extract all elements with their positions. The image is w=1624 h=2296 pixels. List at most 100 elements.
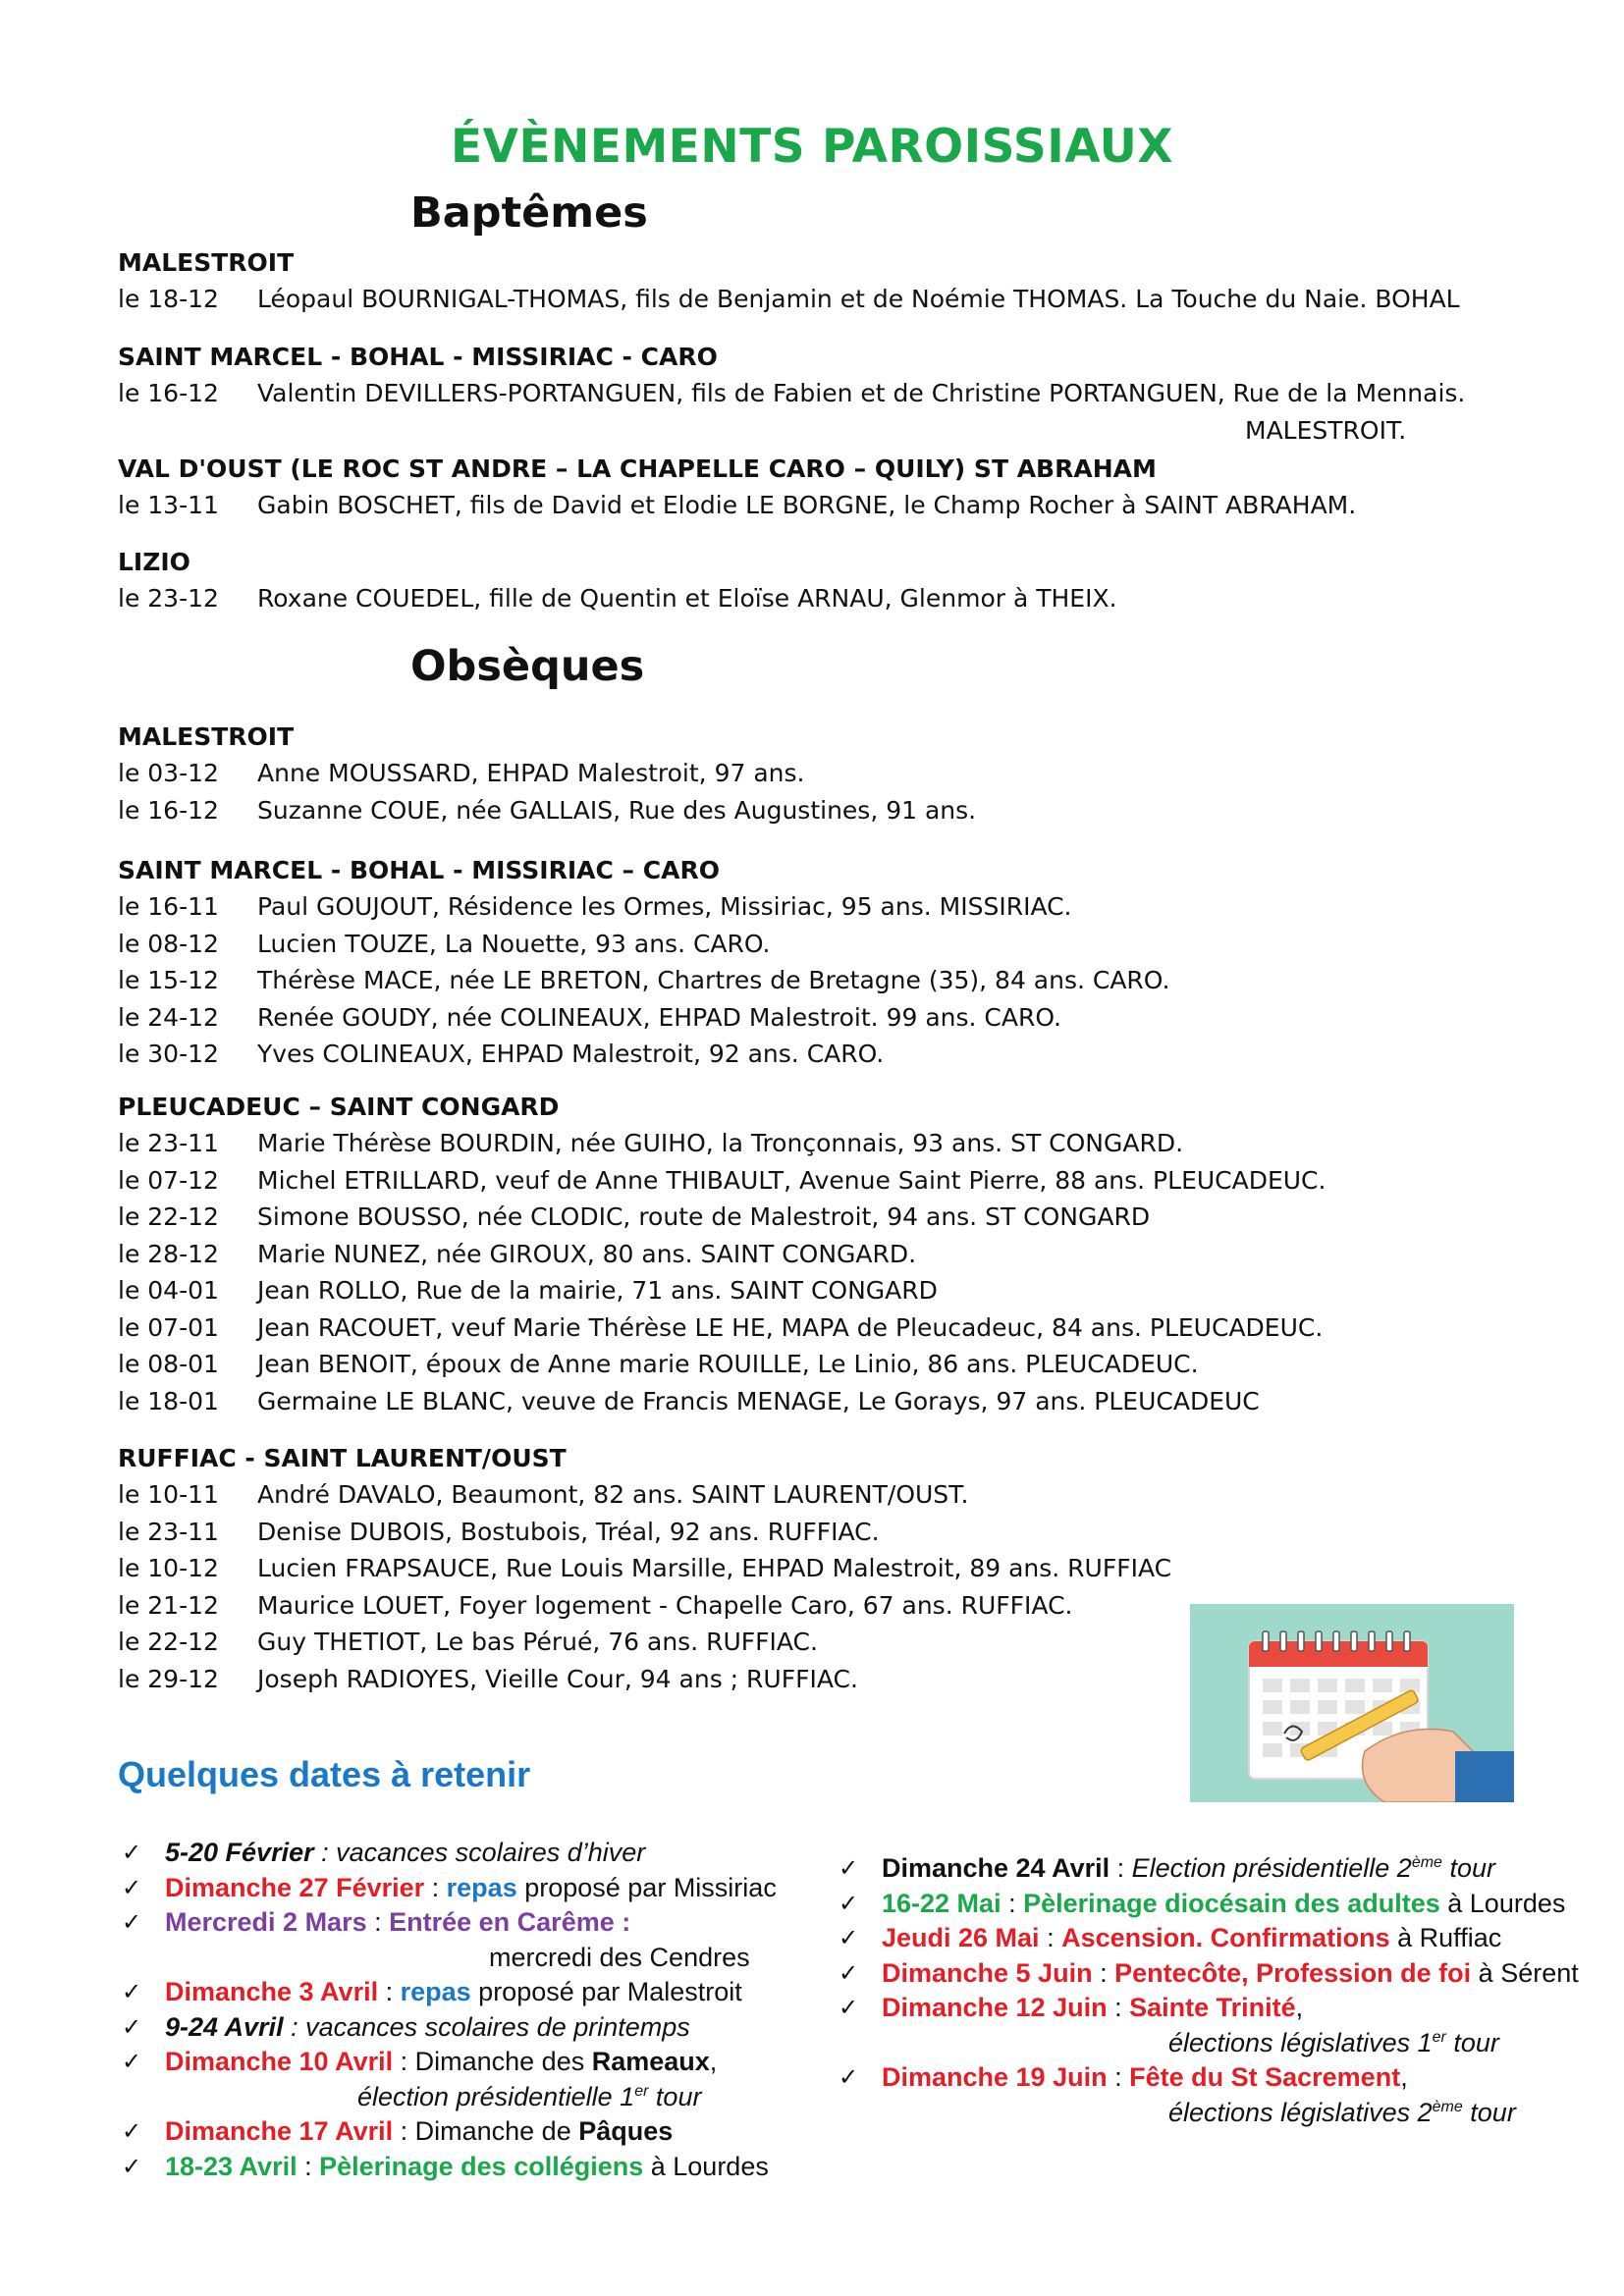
date-text: à Ruffiac bbox=[1389, 1923, 1502, 1952]
entry-date: le 29-12 bbox=[118, 1664, 219, 1693]
date-sep: : bbox=[393, 2047, 415, 2076]
date-item: ✓Dimanche 10 Avril : Dimanche des Rameau… bbox=[122, 2045, 750, 2080]
date-item: ✓Mercredi 2 Mars : Entrée en Carême : bbox=[122, 1905, 750, 1941]
list-item: le 07-12 Michel ETRILLARD, veuf de Anne T… bbox=[118, 1162, 1512, 1200]
date-keyword: repas bbox=[400, 1977, 471, 2006]
entry-text: Germaine LE BLANC, veuve de Francis MENA… bbox=[257, 1386, 1260, 1415]
date-text: Dimanche de bbox=[414, 2116, 579, 2146]
entry-text: Léopaul BOURNIGAL-THOMAS, fils de Benjam… bbox=[257, 285, 1460, 313]
date-label: Jeudi 26 Mai bbox=[882, 1923, 1040, 1952]
date-text: tour bbox=[1462, 2097, 1516, 2127]
group-heading: VAL D'OUST (LE ROC ST ANDRE – LA CHAPELL… bbox=[118, 454, 1157, 483]
date-label: Dimanche 27 Février bbox=[165, 1872, 425, 1902]
check-icon: ✓ bbox=[839, 1994, 859, 2021]
date-text: : vacances scolaires d’hiver bbox=[313, 1838, 646, 1867]
date-text: élections législatives 2 bbox=[1168, 2097, 1433, 2127]
date-label: Dimanche 3 Avril bbox=[165, 1977, 379, 2006]
entry-date: le 23-11 bbox=[118, 1129, 219, 1157]
entry-text: Maurice LOUET, Foyer logement - Chapelle… bbox=[257, 1590, 1073, 1620]
date-label: Dimanche 17 Avril bbox=[165, 2116, 394, 2146]
entry-text: Yves COLINEAUX, EHPAD Malestroit, 92 ans… bbox=[257, 1040, 885, 1068]
date-sup: ème bbox=[1411, 1854, 1442, 1871]
list-item: le 13-11 Gabin BOSCHET, fils de David et… bbox=[118, 487, 1512, 524]
check-icon: ✓ bbox=[839, 1889, 859, 1917]
entry-date: le 08-12 bbox=[118, 929, 219, 958]
entry-text: André DAVALO, Beaumont, 82 ans. SAINT LA… bbox=[257, 1480, 969, 1509]
check-icon: ✓ bbox=[122, 1978, 142, 2005]
dates-heading: Quelques dates à retenir bbox=[118, 1754, 531, 1794]
date-sep: : bbox=[378, 1977, 401, 2006]
list-item: le 08-01 Jean BENOIT, époux de Anne marie… bbox=[118, 1346, 1512, 1383]
date-item: ✓5-20 Février : vacances scolaires d’hiv… bbox=[122, 1836, 750, 1871]
list-item: le 16-11 Paul GOUJOUT, Résidence les Orme… bbox=[118, 888, 1512, 926]
date-keyword: Fête du St Sacrement bbox=[1129, 2062, 1401, 2092]
check-icon: ✓ bbox=[839, 1958, 859, 1987]
entry-text: Anne MOUSSARD, EHPAD Malestroit, 97 ans. bbox=[257, 759, 805, 787]
entry-date: le 16-11 bbox=[118, 892, 219, 921]
date-sep: : bbox=[1107, 1993, 1130, 2022]
entry-text: Jean BENOIT, époux de Anne marie ROUILLE… bbox=[257, 1350, 1199, 1378]
page-title: ÉVÈNEMENTS PAROISSIAUX bbox=[450, 120, 1174, 174]
check-icon: ✓ bbox=[839, 1854, 859, 1882]
dates-column-left: ✓5-20 Février : vacances scolaires d’hiv… bbox=[122, 1836, 777, 2184]
group-heading: RUFFIAC - SAINT LAURENT/OUST bbox=[118, 1444, 567, 1472]
date-keyword: Pèlerinage des collégiens bbox=[319, 2151, 644, 2181]
baptemes-group-val-doust: VAL D'OUST (LE ROC ST ANDRE – LA CHAPELL… bbox=[118, 452, 1512, 524]
date-sep: : bbox=[366, 1907, 390, 1937]
date-keyword: Entrée en Carême : bbox=[389, 1907, 631, 1937]
date-label: 16-22 Mai bbox=[882, 1888, 1001, 1918]
date-continuation: élections législatives 1er tour bbox=[839, 2026, 1565, 2061]
date-item: ✓Dimanche 27 Février : repas proposé par… bbox=[122, 1871, 777, 1906]
check-icon: ✓ bbox=[122, 1873, 142, 1901]
entry-date: le 13-11 bbox=[118, 491, 219, 519]
date-sep: : bbox=[393, 2116, 415, 2146]
date-sep: : bbox=[1107, 2062, 1130, 2092]
date-text: Election présidentielle 2 bbox=[1131, 1853, 1412, 1883]
entry-date: le 16-12 bbox=[118, 379, 219, 407]
dates-column-right: ✓ Dimanche 24 Avril : Election présidenti… bbox=[839, 1851, 1579, 2130]
date-sep: : bbox=[1001, 1888, 1024, 1918]
check-icon: ✓ bbox=[839, 1924, 859, 1951]
date-label: Dimanche 24 Avril bbox=[882, 1853, 1110, 1883]
group-heading: PLEUCADEUC – SAINT CONGARD bbox=[118, 1093, 560, 1121]
date-item: ✓ 16-22 Mai : Pèlerinage diocésain des ad… bbox=[839, 1887, 1565, 1922]
date-text: , bbox=[1295, 1993, 1304, 2022]
date-sep: : bbox=[1039, 1923, 1062, 1952]
date-label: Dimanche 10 Avril bbox=[165, 2047, 394, 2076]
check-icon: ✓ bbox=[122, 2048, 142, 2075]
group-heading: LIZIO bbox=[118, 548, 190, 576]
baptemes-group-lizio: LIZIO le 23-12 Roxane COUEDEL, fille de … bbox=[118, 545, 1512, 617]
date-text: tour bbox=[1445, 2027, 1499, 2057]
entry-date: le 18-12 bbox=[118, 285, 219, 313]
date-keyword: Pèlerinage diocésain des adultes bbox=[1023, 1888, 1440, 1918]
entry-date: le 08-01 bbox=[118, 1350, 219, 1378]
entry-text: Michel ETRILLARD, veuf de Anne THIBAULT,… bbox=[257, 1165, 1326, 1195]
entry-date: le 10-12 bbox=[118, 1554, 219, 1582]
group-heading: SAINT MARCEL - BOHAL - MISSIRIAC – CARO bbox=[118, 856, 720, 884]
date-sup: er bbox=[634, 2082, 649, 2100]
entry-text: Lucien FRAPSAUCE, Rue Louis Marsille, EH… bbox=[257, 1554, 1172, 1582]
entry-text: Paul GOUJOUT, Résidence les Ormes, Missi… bbox=[257, 892, 1072, 921]
date-label: Dimanche 19 Juin bbox=[882, 2062, 1108, 2092]
date-item: ✓ Dimanche 24 Avril : Election présidenti… bbox=[839, 1851, 1565, 1887]
entry-date: le 16-12 bbox=[118, 795, 219, 825]
entry-continuation: MALESTROIT. bbox=[1245, 415, 1407, 445]
entry-date: le 07-12 bbox=[118, 1165, 219, 1195]
date-item: ✓Dimanche 5 Juin : Pentecôte, Profession… bbox=[839, 1956, 1579, 1992]
date-item: ✓Dimanche 3 Avril : repas proposé par Ma… bbox=[122, 1975, 750, 2010]
entry-date: le 23-12 bbox=[118, 584, 219, 613]
date-sep: : bbox=[1110, 1853, 1132, 1883]
group-heading: MALESTROIT bbox=[118, 248, 295, 277]
